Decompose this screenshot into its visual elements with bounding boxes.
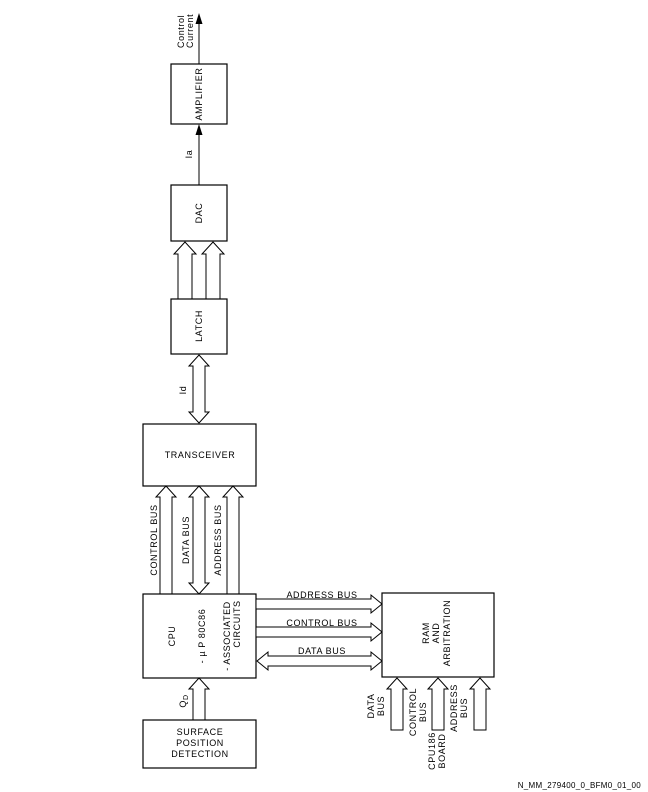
position-label: POSITION	[176, 738, 224, 748]
ram-data-bus-arrow	[385, 677, 409, 731]
address-bus-arrow	[221, 485, 245, 595]
latch-dac-bus-right	[200, 241, 226, 300]
detection-label: DETECTION	[171, 749, 228, 759]
cpu-title: CPU	[167, 626, 177, 647]
transceiver-block	[142, 423, 257, 487]
right-control-bus-label: CONTROL BUS	[286, 618, 357, 628]
cpu186-board-label-1: CPU186	[427, 732, 437, 770]
ram-arbitration-block	[381, 592, 495, 678]
control-current-label-1: Control	[176, 15, 186, 48]
ram-address-bus-arrow	[468, 677, 492, 731]
ram-address-bus-label-1: ADDRESS	[449, 684, 459, 732]
id-bidirectional-arrow	[187, 354, 211, 424]
ia-arrow	[195, 124, 203, 185]
dac-block	[170, 184, 228, 242]
right-control-bus-arrow	[255, 621, 383, 643]
ram-control-bus-label-1: CONTROL	[408, 688, 418, 736]
ram-data-bus-label-2: BUS	[376, 696, 386, 716]
latch-block	[170, 298, 228, 355]
dac-label: DAC	[194, 203, 204, 224]
qd-subscript: D	[183, 694, 190, 700]
ram-address-bus-label-2: BUS	[459, 698, 469, 718]
qd-arrow	[187, 677, 211, 721]
surface-label: SURFACE	[177, 727, 224, 737]
right-address-bus-label: ADDRESS BUS	[286, 590, 357, 600]
qd-label: QD	[178, 694, 190, 707]
ram-label: RAM	[421, 622, 431, 644]
control-current-label-2: Current	[185, 14, 195, 48]
surface-position-detection-block	[142, 719, 257, 769]
right-address-bus-arrow	[255, 593, 383, 615]
data-bus-bidirectional-arrow	[187, 485, 211, 595]
cpu-associated-label: - ASSOCIATED	[222, 601, 232, 671]
cpu-block	[142, 593, 257, 679]
cpu-processor-label: - µ P 80C86	[197, 609, 207, 664]
latch-dac-bus-left	[172, 241, 198, 300]
ram-data-bus-label-1: DATA	[366, 693, 376, 718]
right-data-bus-label: DATA BUS	[298, 646, 346, 656]
control-current-arrow	[195, 13, 203, 64]
transceiver-label: TRANSCEIVER	[165, 450, 236, 460]
ram-and-label: AND	[431, 623, 441, 644]
ia-label: Ia	[184, 150, 194, 159]
ram-arbitration-label: ARBITRATION	[442, 600, 452, 666]
data-bus-label: DATA BUS	[181, 516, 191, 564]
address-bus-label: ADDRESS BUS	[213, 504, 223, 575]
control-bus-label: CONTROL BUS	[149, 504, 159, 575]
qd-main: Q	[178, 700, 188, 708]
amplifier-label: AMPLIFIER	[194, 68, 204, 121]
ram-control-bus-label-2: BUS	[418, 702, 428, 722]
figure-id: N_MM_279400_0_BFM0_01_00	[518, 781, 642, 790]
id-label: Id	[178, 386, 188, 395]
cpu-circuits-label: CIRCUITS	[232, 600, 242, 647]
cpu186-board-label-2: BOARD	[437, 733, 447, 768]
control-bus-arrow	[154, 485, 178, 595]
latch-label: LATCH	[194, 310, 204, 342]
ram-control-bus-arrow	[426, 677, 450, 731]
